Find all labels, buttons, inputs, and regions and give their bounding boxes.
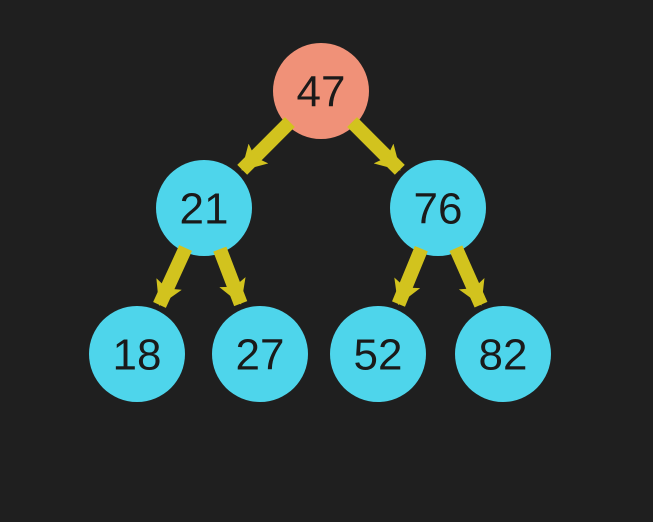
node-value: 52: [354, 330, 403, 379]
node-value: 47: [297, 67, 346, 116]
node-value: 76: [414, 184, 463, 233]
tree-node-21: 21: [156, 160, 252, 256]
tree-edge-47-76: [347, 117, 405, 175]
node-circle: [212, 306, 308, 402]
tree-edge-76-82: [449, 245, 488, 308]
node-value: 21: [180, 184, 229, 233]
node-value: 18: [113, 330, 162, 379]
tree-node-47: 47: [273, 43, 369, 139]
tree-edge-76-52: [392, 246, 428, 307]
tree-node-52: 52: [330, 306, 426, 402]
tree-node-27: 27: [212, 306, 308, 402]
tree-node-82: 82: [455, 306, 551, 402]
tree-edge-21-27: [213, 246, 248, 307]
tree-node-76: 76: [390, 160, 486, 256]
node-circle: [390, 160, 486, 256]
node-circle: [156, 160, 252, 256]
node-circle: [455, 306, 551, 402]
node-circle: [89, 306, 185, 402]
tree-node-18: 18: [89, 306, 185, 402]
node-layer: 47 21 76 18 27 52 82: [89, 43, 551, 402]
root-node-circle: [273, 43, 369, 139]
node-circle: [330, 306, 426, 402]
edge-layer: [153, 117, 488, 308]
tree-edge-47-21: [237, 117, 295, 175]
tree-edge-21-18: [153, 245, 192, 308]
node-value: 82: [479, 330, 528, 379]
node-value: 27: [236, 330, 285, 379]
